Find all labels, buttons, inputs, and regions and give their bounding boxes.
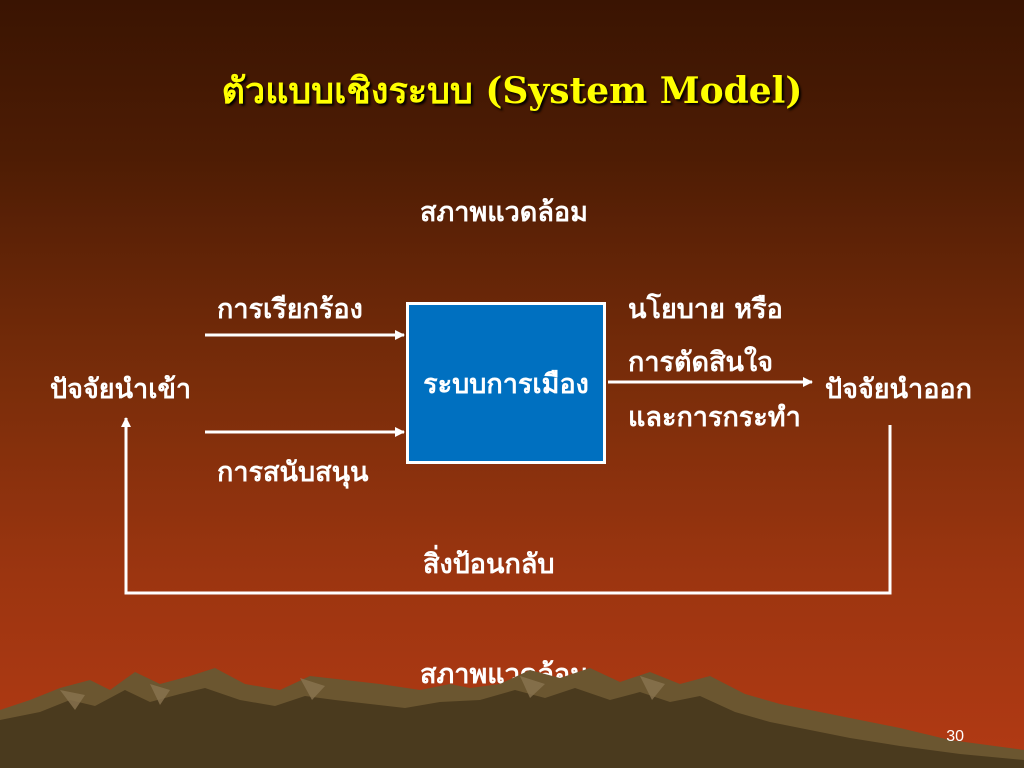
outputs-line1: นโยบาย หรือ xyxy=(628,294,783,325)
outputs-label: ปัจจัยนำออก xyxy=(825,374,972,405)
mountains-illustration xyxy=(0,668,1024,768)
political-system-box: ระบบการเมือง xyxy=(406,302,606,464)
page-number: 30 xyxy=(946,728,964,745)
supports-label: การสนับสนุน xyxy=(217,457,369,488)
feedback-label: สิ่งป้อนกลับ xyxy=(423,549,555,580)
slide-title: ตัวแบบเชิงระบบ (System Model) xyxy=(221,70,803,112)
political-system-label: ระบบการเมือง xyxy=(423,368,589,400)
demands-label: การเรียกร้อง xyxy=(217,294,363,325)
environment-top-label: สภาพแวดล้อม xyxy=(420,197,588,228)
inputs-label: ปัจจัยนำเข้า xyxy=(50,374,192,405)
feedback-loop-line xyxy=(124,420,892,595)
outputs-line3: และการกระทำ xyxy=(628,402,801,433)
outputs-line2: การตัดสินใจ xyxy=(628,347,774,378)
